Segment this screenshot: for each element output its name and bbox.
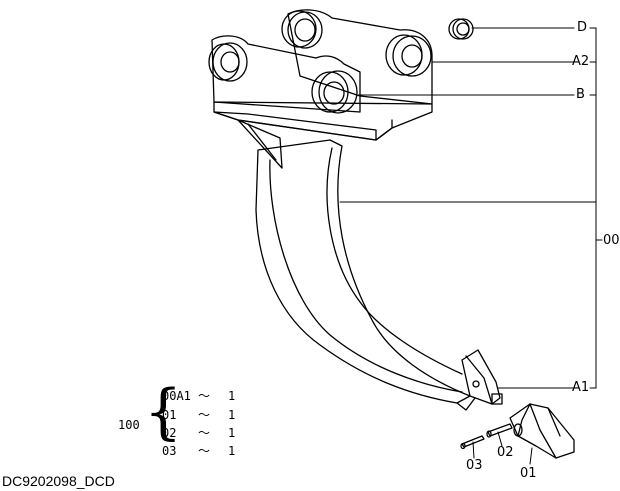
callout-B: B (576, 87, 585, 102)
callout-02: 02 (497, 445, 514, 460)
legend-tilde: 〜 (198, 444, 211, 458)
legend-qty: 1 (228, 408, 236, 422)
legend-qty: 1 (228, 426, 236, 440)
tooth-point-01 (509, 403, 575, 459)
lock-03 (460, 435, 485, 450)
legend-code: 01 (162, 408, 177, 422)
legend-qty: 1 (228, 444, 236, 458)
ripper-shank (255, 139, 476, 411)
callout-A2: A2 (572, 54, 590, 69)
callout-A1: A1 (572, 380, 590, 395)
legend-tilde: 〜 (198, 389, 211, 403)
callout-03: 03 (466, 458, 483, 473)
pin-02 (486, 423, 513, 438)
mounting-bracket (211, 9, 433, 169)
collar-D (448, 18, 474, 40)
legend-qty: 1 (228, 389, 236, 403)
pin-boss-A2 (385, 34, 432, 77)
legend-tilde: 〜 (198, 426, 211, 440)
callout-01: 01 (520, 466, 537, 481)
legend-tilde: 〜 (198, 408, 211, 422)
legend-code: 03 (162, 444, 177, 458)
legend-code: 00A1 (162, 389, 191, 403)
pin-boss-front-left (208, 42, 248, 82)
pin-boss-B (311, 70, 358, 114)
callout-D: D (577, 20, 588, 35)
pin-boss-upper-left (281, 10, 323, 49)
callout-00: 00 (603, 233, 620, 248)
figure-caption: DC9202098_DCD (2, 473, 115, 489)
tip-adapter (461, 349, 503, 405)
leader-lines (339, 27, 603, 465)
legend-brace: { (144, 377, 183, 447)
legend-code: 02 (162, 426, 177, 440)
legend-group: 100 (118, 418, 140, 432)
